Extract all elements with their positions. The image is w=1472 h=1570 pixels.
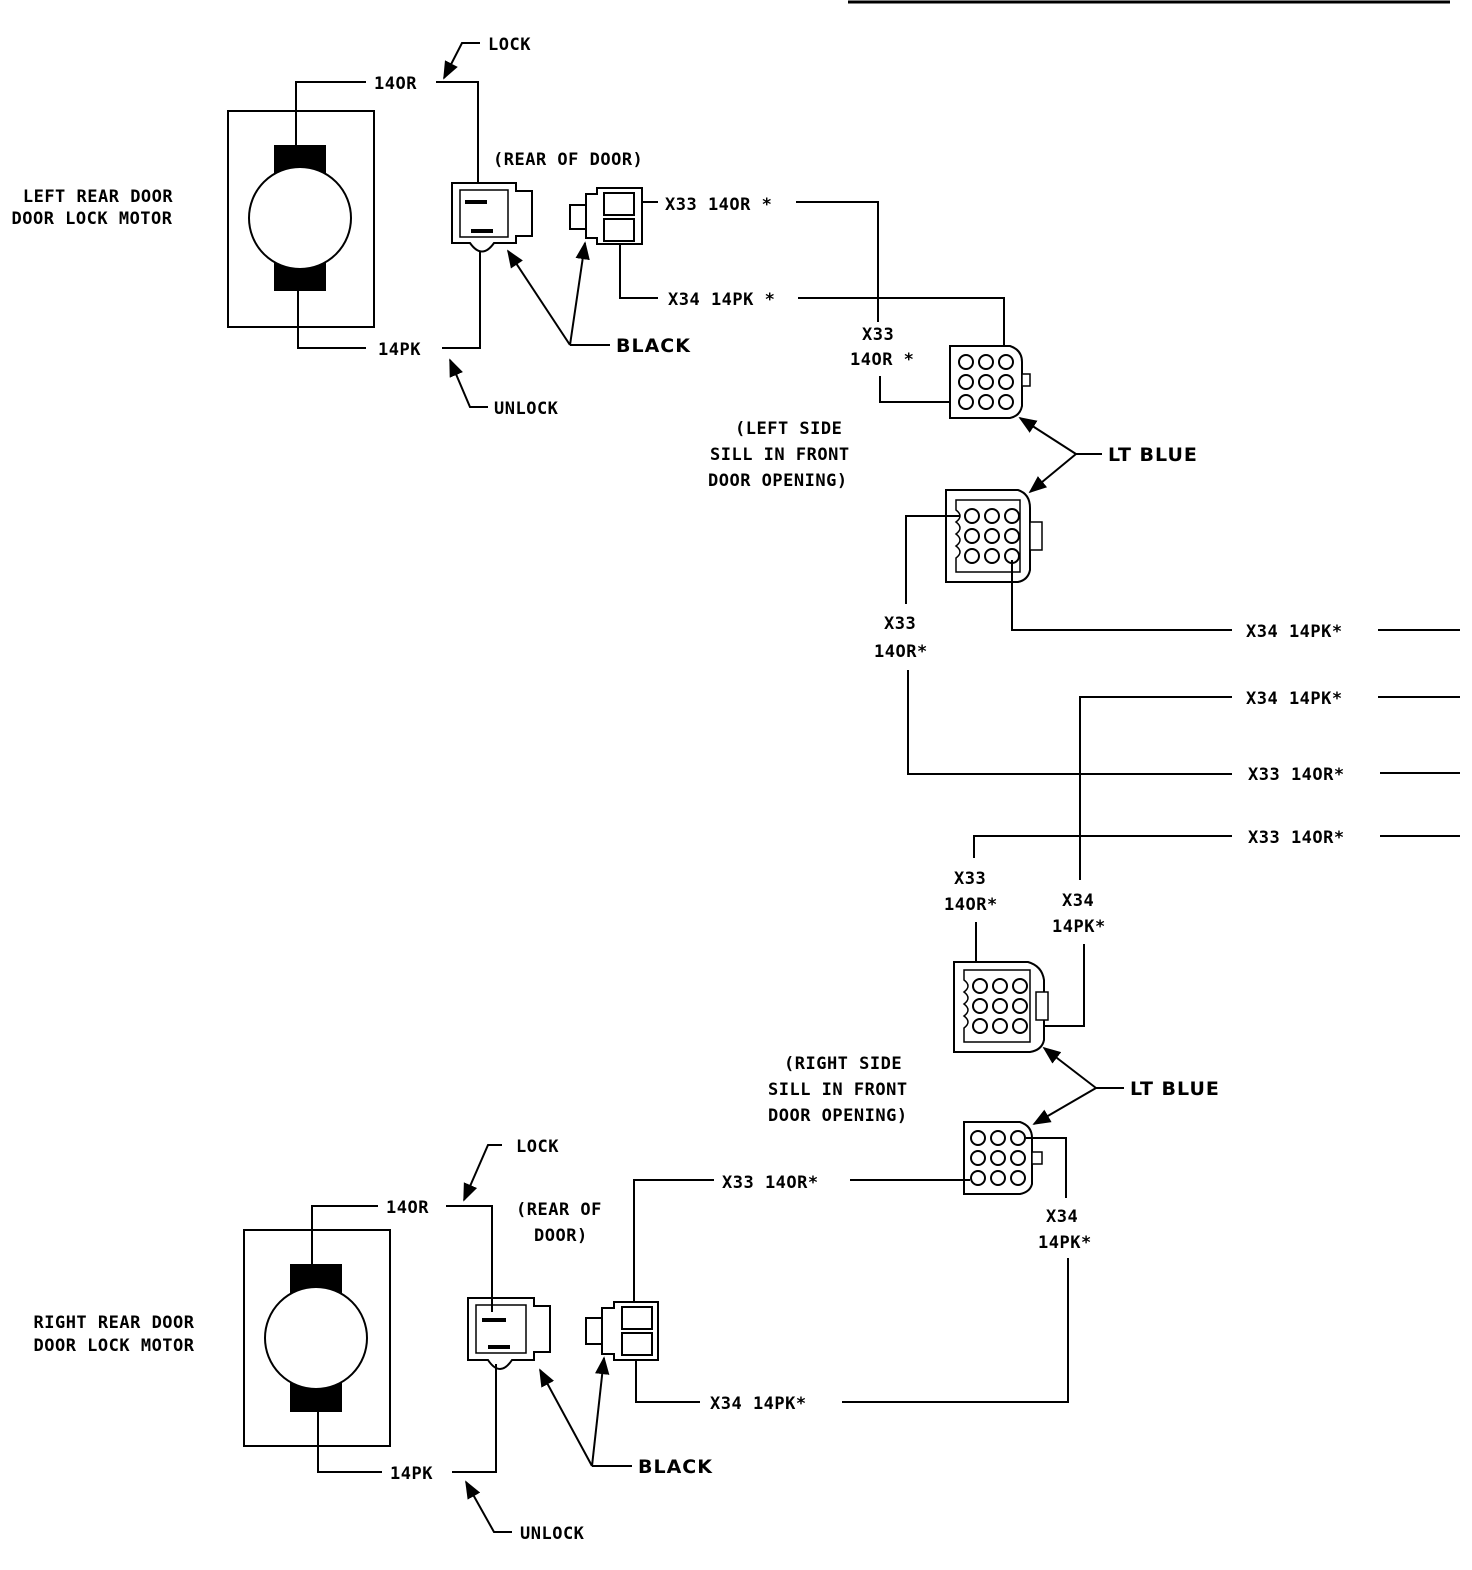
- x34-wire-1: [1011, 560, 1232, 631]
- left-sill-upper-connector: [949, 345, 1031, 419]
- right-sill-lower-connector: [963, 1121, 1043, 1195]
- x33-crossover-wire-1: [907, 670, 1232, 775]
- left-sill-x33-label-a: X33: [862, 325, 894, 345]
- left-motor-label-2: DOOR LOCK MOTOR: [11, 209, 172, 229]
- left-sill-lower-connector: [945, 489, 1043, 583]
- right-sill-lower-x34-b: 14PK*: [1038, 1233, 1092, 1253]
- right-lock-label: LOCK: [516, 1137, 559, 1157]
- right-lock-arrow: [463, 1144, 502, 1202]
- left-motor-or-lead: [295, 81, 366, 145]
- right-sill-lower-x34-wire: [1026, 1137, 1067, 1198]
- left-black-arrow-2: [569, 241, 590, 346]
- left-sill-location-2: SILL IN FRONT: [710, 445, 850, 465]
- right-unlock-arrow: [465, 1480, 512, 1533]
- right-x34-stub: [635, 1358, 700, 1403]
- left-x33-label: X33 14OR *: [665, 195, 772, 215]
- right-motor-pk-lead: [317, 1412, 382, 1473]
- right-black-label: BLACK: [638, 1456, 713, 1478]
- edge-wire-label-2: X34 14PK*: [1246, 689, 1343, 709]
- left-sill-lower-x33-b: 14OR*: [874, 642, 928, 662]
- left-x34-wire: [798, 297, 1005, 355]
- left-motor-label-1: LEFT REAR DOOR: [23, 187, 174, 207]
- right-lock-wire: [446, 1205, 493, 1312]
- left-lock-label: LOCK: [488, 35, 531, 55]
- right-ltblue-label: LT BLUE: [1130, 1078, 1220, 1100]
- right-motor-connector: [467, 1297, 551, 1370]
- right-ltblue-arrow-2: [1032, 1087, 1097, 1125]
- left-unlock-arrow: [449, 358, 488, 408]
- edge-wire-label-1: X34 14PK*: [1246, 622, 1343, 642]
- left-rear-of-door-label: (REAR OF DOOR): [493, 150, 643, 170]
- right-black-arrow-1: [539, 1368, 593, 1467]
- right-sill-upper-connector: [953, 961, 1049, 1053]
- left-sill-lower-x33-a: X33: [884, 614, 916, 634]
- left-lock-wire: [436, 81, 479, 195]
- right-sill-x34-b: 14PK*: [1052, 917, 1106, 937]
- left-rear-door-lock-motor: [227, 110, 375, 328]
- right-sill-x33-b: 14OR*: [944, 895, 998, 915]
- right-unlock-wire: [452, 1364, 497, 1473]
- left-sill-x33-wire: [879, 376, 960, 403]
- left-wire-14pk-label: 14PK: [378, 340, 421, 360]
- left-ltblue-label: LT BLUE: [1108, 444, 1198, 466]
- right-x33-wire: [633, 1179, 714, 1306]
- left-x34-label: X34 14PK *: [668, 290, 775, 310]
- right-rear-door-lock-motor: [243, 1229, 391, 1447]
- left-unlock-wire: [442, 232, 481, 349]
- right-ltblue-arrow-1: [1042, 1046, 1097, 1089]
- left-motor-connector: [451, 182, 533, 253]
- right-sill-x33-a: X33: [954, 869, 986, 889]
- left-black-arrow-1: [507, 249, 571, 346]
- left-x33-wire: [796, 201, 879, 322]
- x33-wire-2: [973, 835, 1232, 858]
- left-black-label: BLACK: [616, 335, 691, 357]
- left-lock-arrow: [443, 42, 480, 80]
- left-x34-stub: [619, 244, 658, 299]
- right-sill-x34-a: X34: [1062, 891, 1094, 911]
- left-ltblue-arrow-2: [1028, 453, 1077, 494]
- left-sill-x33-label-b: 14OR *: [850, 350, 914, 370]
- right-motor-or-lead: [311, 1205, 378, 1264]
- right-wire-14pk-label: 14PK: [390, 1464, 433, 1484]
- right-rear-of-door-2: DOOR): [534, 1226, 588, 1246]
- right-sill-location-1: (RIGHT SIDE: [784, 1054, 902, 1074]
- right-x33-label: X33 14OR*: [722, 1173, 819, 1193]
- left-wire-14or-label: 14OR: [374, 74, 417, 94]
- right-unlock-label: UNLOCK: [520, 1524, 585, 1544]
- right-motor-label-1: RIGHT REAR DOOR: [33, 1313, 194, 1333]
- right-rear-of-door-1: (REAR OF: [516, 1200, 602, 1220]
- left-unlock-label: UNLOCK: [494, 399, 559, 419]
- right-wire-14or-label: 14OR: [386, 1198, 429, 1218]
- x34-wire-2: [1079, 696, 1232, 880]
- right-harness-connector: [585, 1301, 659, 1361]
- left-motor-pk-lead: [297, 291, 366, 349]
- left-sill-location-3: DOOR OPENING): [708, 471, 848, 491]
- right-motor-label-2: DOOR LOCK MOTOR: [33, 1336, 194, 1356]
- right-sill-location-3: DOOR OPENING): [768, 1106, 908, 1126]
- right-x34-label: X34 14PK*: [710, 1394, 807, 1414]
- right-sill-lower-x34-a: X34: [1046, 1207, 1078, 1227]
- edge-wire-label-3: X33 14OR*: [1248, 765, 1345, 785]
- right-sill-location-2: SILL IN FRONT: [768, 1080, 908, 1100]
- left-ltblue-arrow-1: [1018, 417, 1077, 455]
- left-harness-connector: [569, 187, 643, 245]
- edge-wire-label-4: X33 14OR*: [1248, 828, 1345, 848]
- left-sill-location-1: (LEFT SIDE: [735, 419, 842, 439]
- right-black-arrow-2: [591, 1356, 610, 1467]
- right-x34-wire: [842, 1258, 1069, 1403]
- left-sill-lower-x33-wire: [905, 515, 960, 604]
